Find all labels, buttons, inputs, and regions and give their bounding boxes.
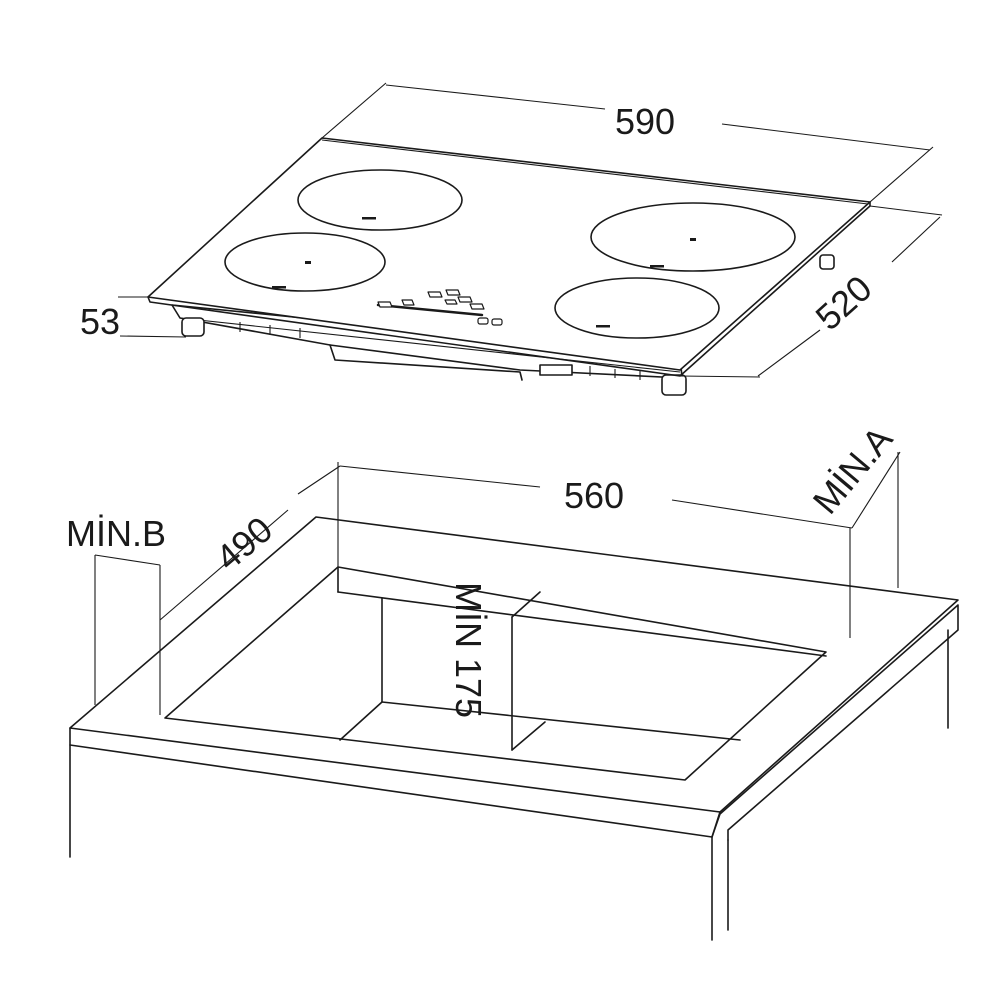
cavity-divider-top	[511, 591, 541, 618]
housing-ribs	[239, 322, 641, 380]
zone-marker	[650, 265, 664, 268]
zone-marker	[596, 325, 610, 328]
min-b-label: MİN.B	[66, 513, 166, 554]
zone-marker	[272, 286, 286, 289]
countertop-side-edge	[711, 604, 959, 841]
hob	[147, 137, 871, 396]
housing-connector	[539, 364, 573, 376]
housing-bracket	[329, 344, 523, 381]
hob-height-label: 53	[80, 301, 120, 342]
zone-marker	[362, 217, 376, 220]
cavity-divider-bottom	[511, 721, 546, 751]
hob-dimension-lines	[118, 82, 943, 378]
hob-foot-front-right	[661, 374, 687, 396]
hob-depth-label: 520	[808, 267, 880, 338]
housing-edge	[179, 317, 681, 373]
zone-center-mark	[690, 238, 696, 241]
hob-foot-front-left	[181, 317, 205, 337]
cooking-zone-front-right	[554, 277, 720, 339]
cutout-opening	[164, 566, 827, 781]
cutout-dimension-lines	[94, 451, 901, 715]
cutout-width-label: 560	[564, 475, 624, 516]
glass-back-seam	[321, 139, 869, 205]
hob-width-label: 590	[615, 101, 675, 142]
cooking-zone-back-left	[297, 169, 463, 231]
cutout-min-depth-label: MİN 175	[448, 582, 489, 718]
glass-top	[147, 137, 871, 371]
hob-foot-back-right	[819, 254, 835, 270]
cavity-floor-left	[339, 701, 383, 741]
zone-center-mark	[305, 261, 311, 264]
cooking-zone-back-right	[590, 202, 796, 272]
cavity-floor-back	[381, 701, 741, 741]
cooking-zone-front-left	[224, 232, 386, 292]
cabinet	[69, 516, 959, 941]
cavity-back-rim	[337, 591, 827, 657]
min-a-label: MİN.A	[805, 418, 901, 521]
control-panel	[376, 289, 503, 326]
